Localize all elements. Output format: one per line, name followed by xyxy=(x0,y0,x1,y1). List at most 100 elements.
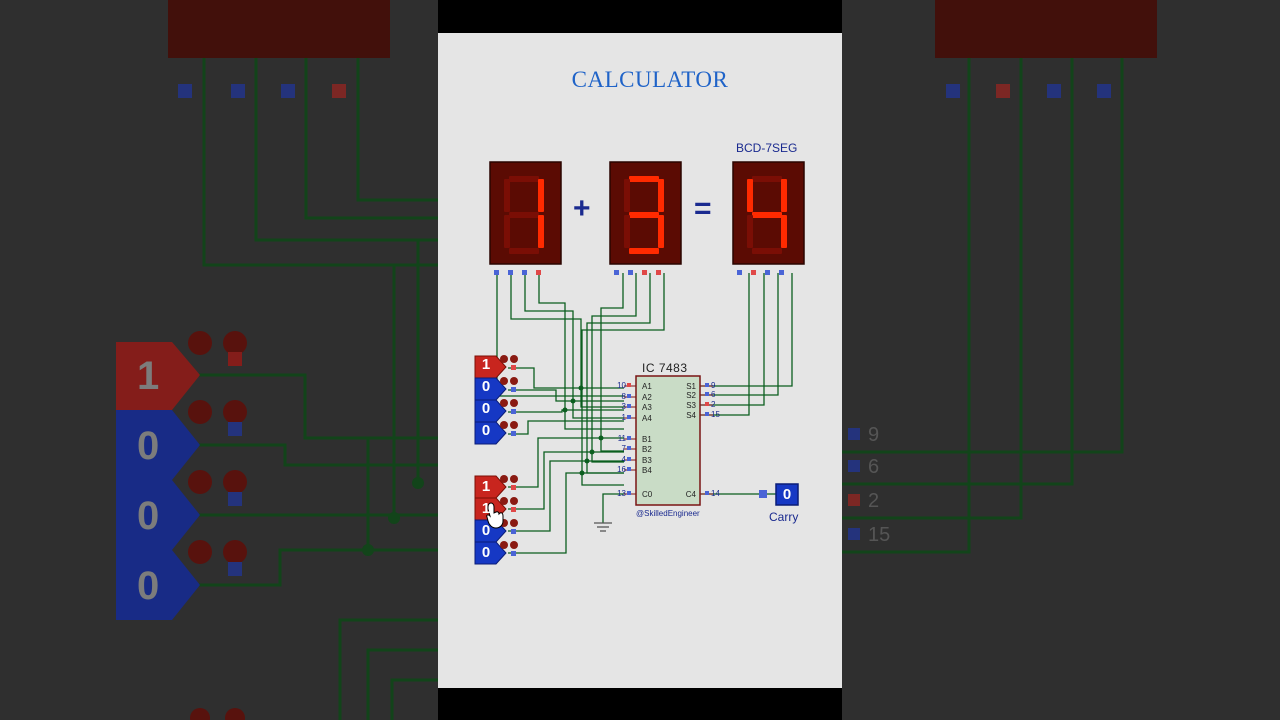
display-pin xyxy=(522,270,527,275)
switch-toggle-button[interactable] xyxy=(500,497,508,505)
switch-b-value: 0 xyxy=(481,522,491,539)
switch-pin xyxy=(511,485,516,490)
segment-f xyxy=(624,179,630,212)
switch-toggle-button[interactable] xyxy=(510,355,518,363)
background-dim-overlay xyxy=(842,0,1280,720)
background-pin-number: 6 xyxy=(868,456,880,478)
background-input-value: 0 xyxy=(137,564,160,608)
carry-value: 0 xyxy=(782,486,792,503)
chip-pin-number: 1 xyxy=(622,413,627,422)
logic-state-switch[interactable] xyxy=(474,421,507,445)
video-letterbox-top xyxy=(438,0,842,33)
logic-state-switch[interactable] xyxy=(474,355,507,379)
background-input-value: 0 xyxy=(137,424,160,468)
video-letterbox-bottom xyxy=(438,688,842,720)
switch-toggle-button[interactable] xyxy=(500,475,508,483)
background-right-panel: 9 6 2 15 xyxy=(842,0,1280,720)
switch-toggle-button[interactable] xyxy=(510,377,518,385)
segment-d xyxy=(509,248,539,254)
segment-c xyxy=(538,215,544,248)
segment-g xyxy=(752,212,782,218)
segment-f xyxy=(504,179,510,212)
background-right-circuit xyxy=(842,0,1157,554)
background-left-circuit xyxy=(116,0,438,720)
logic-state-switch[interactable] xyxy=(474,399,507,423)
switch-a-value: 0 xyxy=(481,378,491,395)
chip-7483-body[interactable] xyxy=(635,375,701,506)
chip-pin-label: A2 xyxy=(642,393,652,402)
background-input-value: 1 xyxy=(137,354,160,398)
chip-pin-state xyxy=(705,392,709,396)
chip-pin-state xyxy=(627,404,631,408)
switch-b-value: 0 xyxy=(481,544,491,561)
switch-toggle-button[interactable] xyxy=(500,421,508,429)
logic-state-switch[interactable] xyxy=(474,377,507,401)
carry-output-probe[interactable] xyxy=(775,483,799,506)
chip-pin-state xyxy=(627,415,631,419)
logic-state-switch[interactable] xyxy=(474,475,507,499)
chip-pin-state xyxy=(627,491,631,495)
display-pin xyxy=(779,270,784,275)
display-pin xyxy=(628,270,633,275)
background-input-value: 0 xyxy=(137,494,160,538)
chip-pin-label: A1 xyxy=(642,382,652,391)
background-left-panel: 1 0 0 0 xyxy=(0,0,438,720)
chip-label: IC 7483 xyxy=(642,361,688,375)
switch-pin xyxy=(511,387,516,392)
chip-pin-state xyxy=(705,402,709,406)
carry-pin xyxy=(759,490,767,498)
chip-pin-number: 10 xyxy=(617,381,626,390)
seven-segment-display xyxy=(732,161,805,275)
display-pin xyxy=(642,270,647,275)
chip-pin-label: B4 xyxy=(642,466,652,475)
chip-pin-state xyxy=(705,383,709,387)
switch-a-value: 0 xyxy=(481,400,491,417)
chip-pin-number: 13 xyxy=(617,489,626,498)
background-pin-number: 9 xyxy=(868,424,880,446)
background-dim-overlay xyxy=(0,0,438,720)
switch-toggle-button[interactable] xyxy=(500,355,508,363)
seven-segment-display xyxy=(489,161,562,275)
seven-segment-displays xyxy=(489,161,805,275)
switch-toggle-button[interactable] xyxy=(510,421,518,429)
segment-b xyxy=(538,179,544,212)
switch-toggle-button[interactable] xyxy=(510,475,518,483)
segment-e xyxy=(504,215,510,248)
switch-pin xyxy=(511,529,516,534)
chip-pin-label: S3 xyxy=(686,401,696,410)
chip-pin-number: 11 xyxy=(618,434,627,443)
chip-pin-state xyxy=(705,491,709,495)
switch-pin xyxy=(511,409,516,414)
display-pin xyxy=(751,270,756,275)
watermark: @SkilledEngineer xyxy=(636,509,700,518)
switch-toggle-button[interactable] xyxy=(500,541,508,549)
switch-a-value: 1 xyxy=(481,356,491,373)
chip-pin-number: 15 xyxy=(711,410,720,419)
wire-junctions xyxy=(562,385,604,476)
chip-pin-label: C4 xyxy=(686,490,697,499)
plus-operator: + xyxy=(573,192,591,225)
switch-toggle-button[interactable] xyxy=(500,399,508,407)
display-pin xyxy=(614,270,619,275)
switch-toggle-button[interactable] xyxy=(500,377,508,385)
chip-pin-state xyxy=(627,467,631,471)
chip-pin-label: B2 xyxy=(642,445,652,454)
switch-toggle-button[interactable] xyxy=(510,519,518,527)
chip-pin-number: 2 xyxy=(711,400,716,409)
chip-pin-label: C0 xyxy=(642,490,653,499)
switch-pin xyxy=(511,507,516,512)
switch-toggle-button[interactable] xyxy=(510,497,518,505)
chip-pin-number: 16 xyxy=(617,465,626,474)
segment-g xyxy=(629,212,659,218)
switch-pin xyxy=(511,551,516,556)
switch-toggle-button[interactable] xyxy=(510,541,518,549)
display-pin xyxy=(737,270,742,275)
chip-pin-state xyxy=(627,383,631,387)
chip-pin-label: B3 xyxy=(642,456,652,465)
switch-toggle-button[interactable] xyxy=(510,399,518,407)
segment-a xyxy=(752,176,782,182)
segment-g xyxy=(509,212,539,218)
logic-state-switch[interactable] xyxy=(474,541,507,565)
input-switches-a xyxy=(474,355,518,445)
